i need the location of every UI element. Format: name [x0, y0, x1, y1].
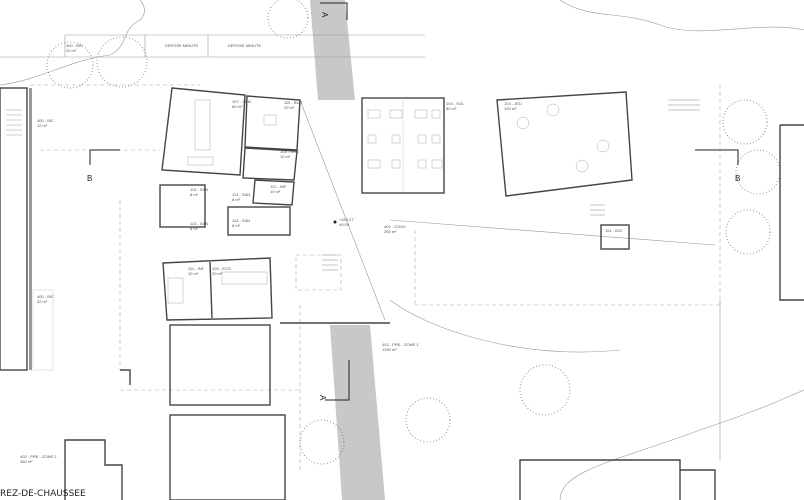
svg-text:A: A	[320, 12, 329, 18]
svg-text:8 m²: 8 m²	[232, 223, 241, 228]
svg-text:8 m²: 8 m²	[232, 197, 241, 202]
svg-text:113 - SAN: 113 - SAN	[190, 221, 208, 226]
svg-text:10 m²: 10 m²	[188, 271, 199, 276]
svg-text:400 - BIC: 400 - BIC	[37, 294, 54, 299]
svg-text:10 m²: 10 m²	[280, 154, 291, 159]
svg-text:113 - SAN: 113 - SAN	[232, 218, 250, 223]
plan-title: REZ-DE-CHAUSSEE	[0, 489, 86, 499]
svg-text:DEPOSE MINUTE: DEPOSE MINUTE	[165, 43, 198, 48]
svg-text:+449.27: +449.27	[339, 217, 354, 222]
svg-text:400 - BIC: 400 - BIC	[37, 118, 54, 123]
svg-text:B: B	[735, 174, 740, 183]
svg-text:107 - SAM: 107 - SAM	[232, 99, 251, 104]
svg-text:402 - PRE - ZONE 1: 402 - PRE - ZONE 1	[382, 342, 419, 347]
tree-icon	[96, 36, 148, 88]
svg-text:12 m²: 12 m²	[37, 123, 48, 128]
tree-icon	[722, 99, 768, 145]
svg-text:400 - BIC: 400 - BIC	[66, 43, 83, 48]
svg-text:108 - DOC: 108 - DOC	[280, 149, 299, 154]
svg-text:100 m²: 100 m²	[504, 106, 517, 111]
left-building	[0, 87, 54, 371]
svg-text:402 - PRE - ZONE 2: 402 - PRE - ZONE 2	[20, 454, 57, 459]
tree-icon	[519, 364, 571, 416]
svg-text:A: A	[318, 395, 327, 401]
svg-text:360 m²: 360 m²	[20, 459, 33, 464]
svg-text:10 m²: 10 m²	[66, 48, 77, 53]
svg-text:32 m²: 32 m²	[37, 299, 48, 304]
svg-text:1290 m²: 1290 m²	[382, 347, 397, 352]
section-marker-b-right: B	[695, 149, 740, 183]
tree-icon	[299, 419, 345, 465]
svg-text:401 - COUV: 401 - COUV	[384, 224, 406, 229]
trees	[46, 0, 781, 465]
svg-text:20 m²: 20 m²	[212, 271, 223, 276]
svg-text:111 - INF: 111 - INF	[188, 266, 205, 271]
svg-text:80 m²: 80 m²	[446, 106, 457, 111]
section-marker-a-top: A	[320, 2, 348, 20]
building-walls	[64, 87, 804, 500]
svg-text:113 - SAN: 113 - SAN	[190, 187, 208, 192]
path-band-north	[310, 0, 355, 100]
svg-text:±0.00: ±0.00	[339, 222, 350, 227]
svg-text:60 m²: 60 m²	[232, 104, 243, 109]
tree-icon	[735, 149, 781, 195]
level-marker: +449.27 ±0.00	[333, 217, 354, 227]
room-label: DEPOSE MINUTE	[228, 43, 261, 48]
svg-text:109 - ECO: 109 - ECO	[212, 266, 231, 271]
svg-text:110 - BUR: 110 - BUR	[284, 100, 302, 105]
svg-text:113 - SAN: 113 - SAN	[232, 192, 250, 197]
room-label: DEPOSE MINUTE	[165, 43, 198, 48]
level-point-icon	[333, 220, 337, 224]
room-label: 114 - ASC	[605, 228, 623, 233]
svg-text:10 m²: 10 m²	[270, 189, 281, 194]
svg-text:103 - JEU: 103 - JEU	[504, 101, 522, 106]
furniture	[167, 99, 700, 304]
svg-text:DEPOSE MINUTE: DEPOSE MINUTE	[228, 43, 261, 48]
svg-text:8 m²: 8 m²	[190, 192, 199, 197]
tree-icon	[725, 209, 771, 255]
svg-text:B: B	[87, 174, 92, 183]
svg-text:114 - ASC: 114 - ASC	[605, 228, 623, 233]
svg-text:8 m²: 8 m²	[190, 226, 199, 231]
tree-icon	[267, 0, 309, 39]
svg-text:112 - INF: 112 - INF	[270, 184, 287, 189]
section-marker-b-left: B	[87, 149, 120, 183]
section-marker-a-bottom: A	[318, 360, 350, 401]
tree-icon	[46, 41, 94, 89]
tree-icon	[405, 397, 451, 443]
svg-text:20 m²: 20 m²	[284, 105, 295, 110]
svg-text:260 m²: 260 m²	[384, 229, 397, 234]
svg-text:104 - SOL: 104 - SOL	[446, 101, 465, 106]
path-band-south	[330, 325, 385, 500]
